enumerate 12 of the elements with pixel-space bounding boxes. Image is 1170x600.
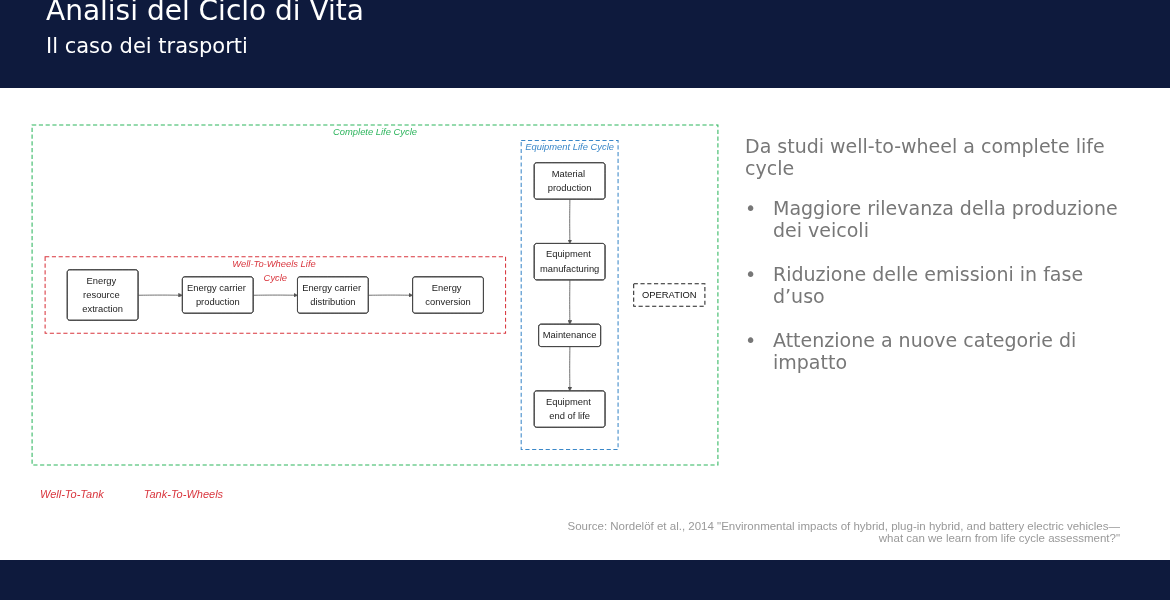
bullet-marker: •	[745, 329, 758, 353]
bullet-marker: •	[745, 263, 758, 287]
span-label: Well-To-Tank	[40, 488, 104, 500]
slide-subtitle: Il caso dei trasporti	[46, 34, 248, 58]
bullet-text: Riduzione delle emissioni in fase d’uso	[773, 263, 1085, 307]
node-box: OPERATION	[633, 283, 706, 307]
bullet-marker: •	[745, 197, 758, 221]
span-label: Tank-To-Wheels	[143, 488, 224, 500]
bullet-text: Attenzione a nuove categorie di impatto	[773, 329, 1078, 373]
bullet-text: Maggiore rilevanza della produzione dei veicoli	[773, 197, 1119, 241]
heading-text: Da studi well-to-wheel a complete life cycle	[745, 135, 1106, 179]
source-caption: Source: Nordelöf et al., 2014 "Environmental impacts of hybrid, plug-in hybrid, and battery electric vehicles—what can we learn from life cycle assessment?"	[566, 520, 1120, 544]
